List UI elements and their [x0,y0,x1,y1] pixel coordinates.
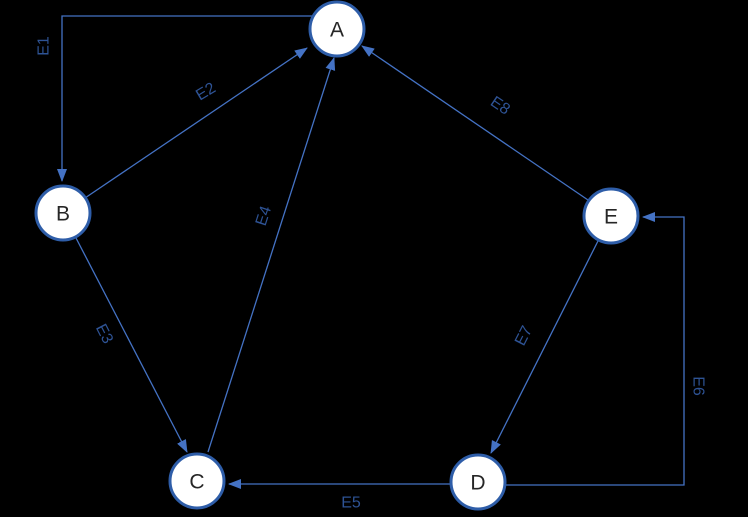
edge-E7-line [490,240,599,454]
node-A-circle [308,0,366,58]
node-B-circle [34,184,92,242]
edge-E6-line [506,212,685,486]
edge-E4-line [207,57,336,453]
node-C: C [168,452,226,510]
edge-E1-line [57,15,313,182]
edge-E6-label: E6 [690,376,707,396]
edge-E5-label: E5 [341,495,361,512]
edge-E8-line [361,45,589,201]
node-B: B [34,184,92,242]
edge-E8-label: E8 [487,93,513,118]
edge-E3-label: E3 [92,321,116,346]
nodes-layer: A B C D E [34,0,640,511]
node-C-circle [168,452,226,510]
node-E: E [582,187,640,245]
node-C-label: C [189,471,204,494]
node-D-label: D [470,472,485,495]
edge-E1-label: E1 [36,36,53,56]
node-D-circle [449,453,507,511]
node-A: A [308,0,366,58]
node-E-label: E [604,206,618,229]
edge-E7-label: E7 [512,323,536,348]
node-B-label: B [56,203,70,226]
node-D: D [449,453,507,511]
edge-E2-label: E2 [193,80,219,105]
edges-layer [57,15,685,489]
edge-E3-line [75,237,188,453]
edge-E4-label: E4 [253,204,275,228]
node-A-label: A [330,19,344,42]
node-E-circle [582,187,640,245]
edge-E2-line [84,47,308,199]
